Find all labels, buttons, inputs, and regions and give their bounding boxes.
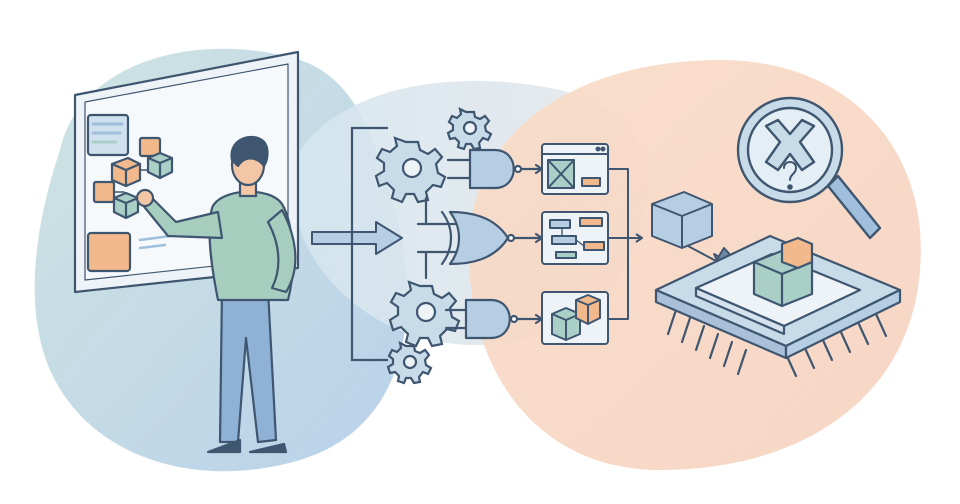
person-hair bbox=[230, 135, 269, 168]
arrow-to-logic bbox=[311, 221, 403, 255]
cube-icon bbox=[110, 151, 174, 220]
board-card-bottom bbox=[86, 231, 132, 273]
magnifier-icon bbox=[736, 96, 882, 240]
window-icon bbox=[541, 291, 609, 345]
question-mark-icon bbox=[783, 161, 797, 181]
peach-blob bbox=[469, 60, 921, 470]
person-figure bbox=[135, 135, 297, 454]
person-pants bbox=[218, 288, 278, 444]
output-panels bbox=[541, 143, 643, 345]
board-card-top bbox=[86, 113, 130, 157]
window-icon bbox=[541, 211, 609, 265]
logic-bracket bbox=[350, 126, 388, 362]
window-icon bbox=[541, 143, 609, 195]
or-gate-icon bbox=[416, 210, 544, 266]
logic-gates bbox=[416, 148, 544, 340]
microchip-icon bbox=[654, 234, 902, 378]
gear-icon bbox=[374, 107, 493, 385]
board-node-teal bbox=[92, 180, 116, 204]
person-hand bbox=[135, 188, 155, 208]
